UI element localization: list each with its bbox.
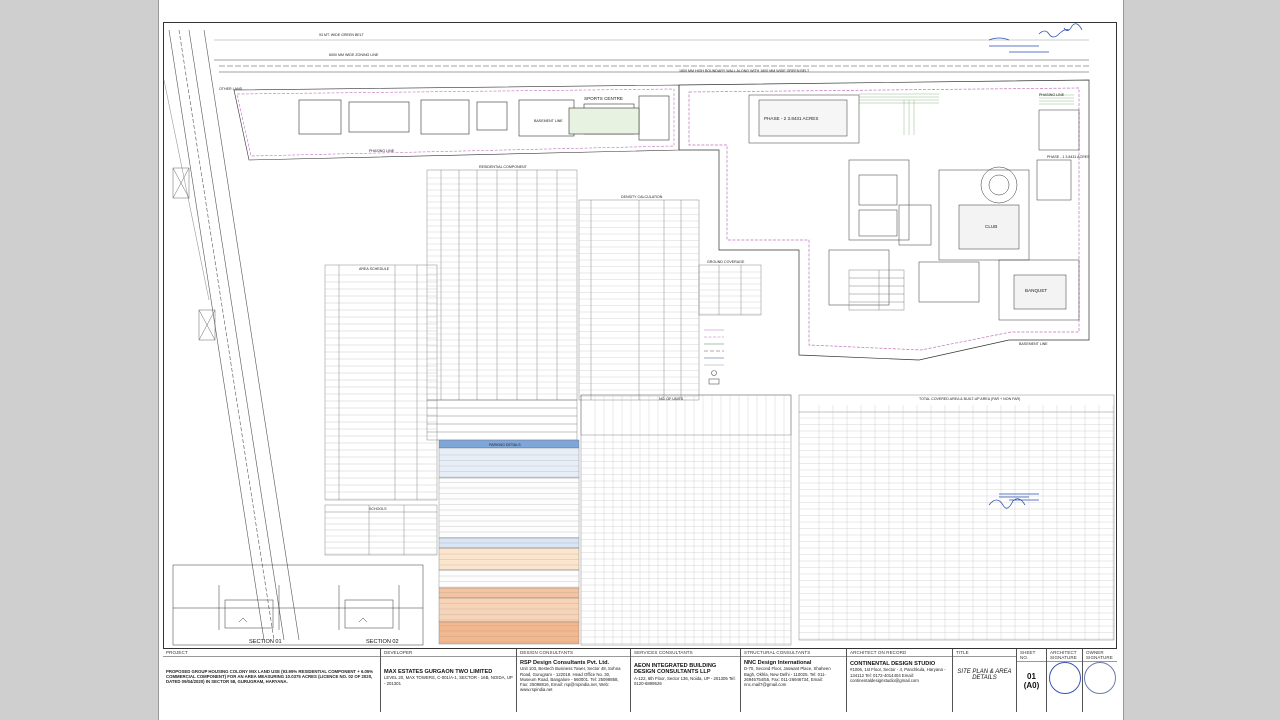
tower-area-mini-table <box>848 269 905 311</box>
area-schedule-rows <box>325 274 437 500</box>
road-crossings <box>172 167 216 341</box>
units-title: NO. OF UNITS <box>659 397 684 401</box>
project-description: PROPOSED GROUP HOUSING COLONY MIX LAND U… <box>166 669 374 685</box>
sheet-number: 01 (A0) <box>1023 672 1040 690</box>
developer-name: MAX ESTATES GURGAON TWO LIMITED <box>384 669 493 675</box>
design-address: Unit 103, Bestech Business Tower, Sector… <box>520 666 621 693</box>
section-01-label: SECTION 01 <box>249 639 282 645</box>
road-left <box>163 29 300 641</box>
section-02-label: SECTION 02 <box>366 639 399 645</box>
services-address: A-122, 6th Floor, Sector 136, Noida, UP … <box>634 675 736 687</box>
zoning-line-label: 6000 MM WIDE ZONING LINE <box>329 53 379 57</box>
units-grid-lines <box>581 395 791 645</box>
ground-coverage-title: GROUND COVERAGE <box>707 260 745 264</box>
developer-cell: DEVELOPER MAX ESTATES GURGAON TWO LIMITE… <box>381 649 517 712</box>
architect-address: #1006, 1st Floor, Sector - 4, Panchkula,… <box>850 667 946 683</box>
architect-stamp-icon <box>1049 662 1081 694</box>
owner-signature-cell: OWNER SIGNATURE <box>1083 649 1117 712</box>
parking-rows <box>439 454 579 643</box>
architect-name: CONTINENTAL DESIGN STUDIO <box>850 661 936 667</box>
architect-signature-heading: ARCHITECT SIGNATURE <box>1047 649 1082 662</box>
ground-coverage-rows <box>699 271 761 315</box>
club-cluster <box>828 109 1080 321</box>
project-cell: PROJECT PROPOSED GROUP HOUSING COLONY MI… <box>163 649 381 712</box>
sports-centre-label: SPORTS CENTRE <box>584 96 623 101</box>
design-name: RSP Design Consultants Pvt. Ltd. <box>520 660 610 666</box>
structural-heading: STRUCTURAL CONSULTANTS <box>741 649 846 657</box>
basement-line-label-2: BASEMENT LINE <box>1019 342 1048 346</box>
green-belt-hatch <box>859 93 1074 135</box>
schools-title: SCHOOLS <box>369 507 387 511</box>
services-heading: SERVICES CONSULTANTS <box>631 649 740 657</box>
developer-heading: DEVELOPER <box>381 649 516 657</box>
project-heading: PROJECT <box>163 649 380 657</box>
design-heading: DESIGN CONSULTANTS <box>517 649 630 657</box>
phase-1-label: PHASE - 1 3.8431 ACRES <box>1047 155 1090 159</box>
parking-table <box>438 439 580 645</box>
site-boundary <box>678 79 1090 361</box>
owner-stamp-icon <box>1084 662 1116 694</box>
architect-cell: ARCHITECT ON RECORD CONTINENTAL DESIGN S… <box>847 649 953 712</box>
schools-rows <box>325 517 437 555</box>
density-table <box>578 199 700 401</box>
structural-consultant-cell: STRUCTURAL CONSULTANTS NNC Design Intern… <box>741 649 847 712</box>
boundary-wall-label: 1800 MM HIGH BOUNDARY WALL ALONG WITH 18… <box>679 69 810 73</box>
basement-line-label-1: BASEMENT LINE <box>534 119 563 123</box>
residential-rows <box>427 177 577 401</box>
services-name: AEON INTEGRATED BUILDING DESIGN CONSULTA… <box>634 663 717 676</box>
site-plan-drawing: 6000 MM WIDE ZONING LINE 93 MT. WIDE GRE… <box>163 23 1115 646</box>
legend <box>704 329 724 385</box>
architect-heading: ARCHITECT ON RECORD <box>847 649 952 657</box>
club-label: CLUB <box>985 224 997 229</box>
design-consultant-cell: DESIGN CONSULTANTS RSP Design Consultant… <box>517 649 631 712</box>
architect-signature-cell: ARCHITECT SIGNATURE <box>1047 649 1083 712</box>
tower-unit-table <box>426 399 578 441</box>
phasing-line-label-2: PHASING LINE <box>1039 93 1065 97</box>
section-drawings <box>172 564 424 646</box>
title-block: PROJECT PROPOSED GROUP HOUSING COLONY MI… <box>163 648 1117 712</box>
other-land-label: OTHER LAND <box>219 87 243 91</box>
developer-address: LEVEL 20, MAX TOWERS, C-001/A-1, SECTOR … <box>384 675 513 686</box>
banquet-label: BANQUET <box>1025 288 1047 293</box>
structural-address: D-70, Second Floor, Jaswant Place, Shahe… <box>744 666 831 688</box>
zoning-band <box>214 39 1089 73</box>
owner-signature-heading: OWNER SIGNATURE <box>1083 649 1117 662</box>
green-belt-label: 93 MT. WIDE GREEN BELT <box>319 33 364 37</box>
title-cell: TITLE SITE PLAN & AREA DETAILS <box>953 649 1017 712</box>
sheet-heading: SHEET NO. <box>1017 649 1046 662</box>
phase-2-label: PHASE - 2 3.8431 ACRES <box>764 116 818 121</box>
covered-area-grid <box>799 405 1114 640</box>
drawing-sheet: 6000 MM WIDE ZONING LINE 93 MT. WIDE GRE… <box>158 0 1124 720</box>
density-title: DENSITY CALCULATION <box>621 195 663 199</box>
parking-title: PARKING DETAILS <box>489 443 521 447</box>
sheet-cell: SHEET NO. 01 (A0) <box>1017 649 1047 712</box>
phasing-line-label-1: PHASING LINE <box>369 149 395 153</box>
handwritten-signatures <box>988 23 1083 509</box>
area-schedule-table <box>324 264 438 501</box>
residential-component-table <box>426 169 578 401</box>
title-heading: TITLE <box>953 649 1016 657</box>
residential-component-title: RESIDENTIAL COMPONENT <box>479 165 528 169</box>
phase-2-block <box>748 94 860 144</box>
structural-name: NNC Design International <box>744 660 812 666</box>
density-rows <box>579 207 699 397</box>
services-consultant-cell: SERVICES CONSULTANTS AEON INTEGRATED BUI… <box>631 649 741 712</box>
covered-area-table <box>798 394 1115 641</box>
covered-area-title: TOTAL COVERED AREA & BUILT-UP AREA (FAR … <box>919 397 1020 401</box>
area-schedule-title: AREA SCHEDULE <box>359 267 390 271</box>
drawing-title: SITE PLAN & AREA DETAILS <box>957 669 1012 681</box>
